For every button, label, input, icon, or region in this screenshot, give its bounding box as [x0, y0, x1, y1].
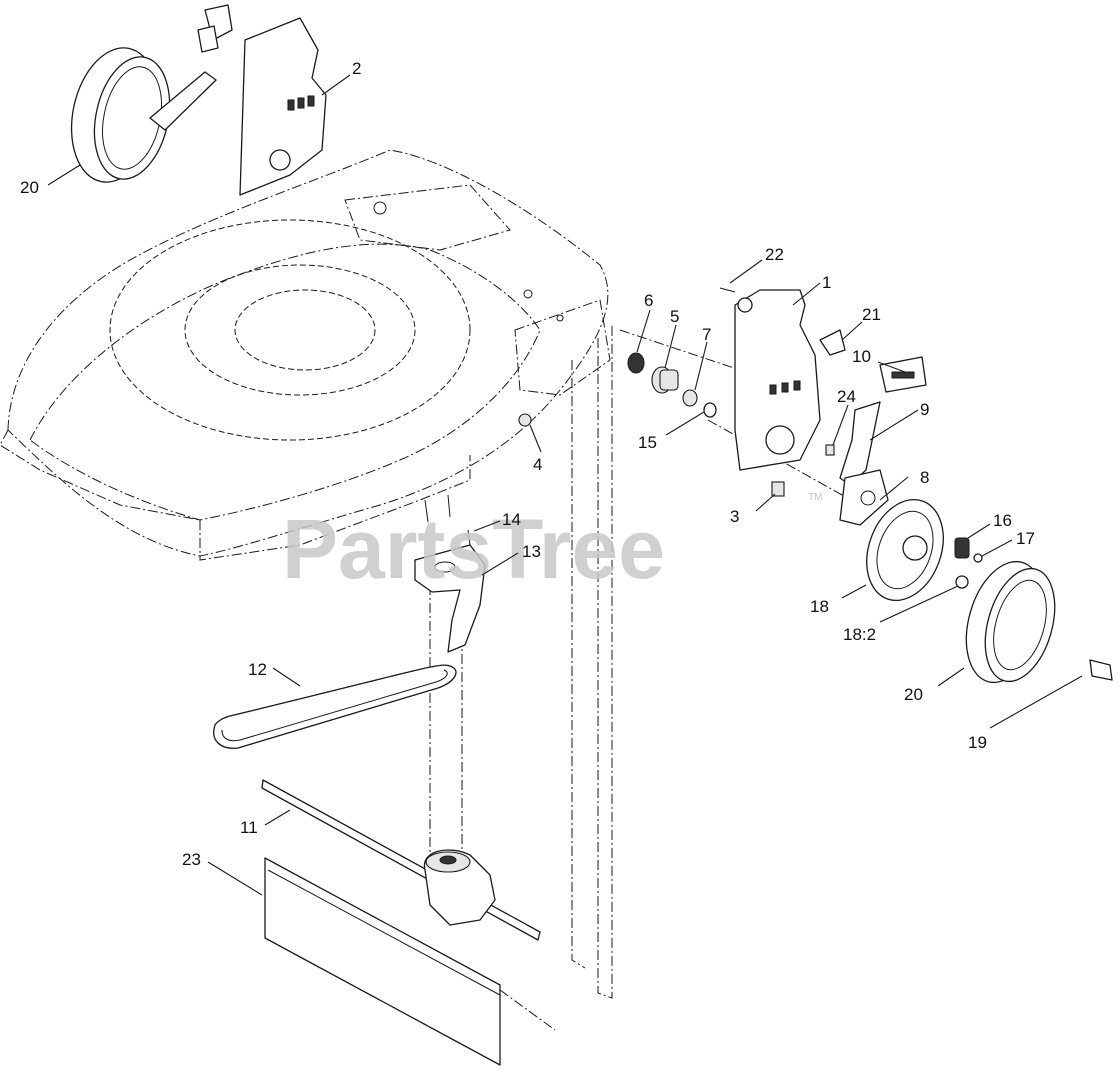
callout-6: 6 [644, 291, 653, 310]
callout-19: 19 [968, 733, 987, 752]
callout-12: 12 [248, 660, 267, 679]
callout-24: 24 [837, 387, 856, 406]
callout-21: 21 [862, 305, 881, 324]
mower-deck [0, 149, 611, 561]
callout-labels: 20 2 1 22 21 10 6 5 7 15 4 24 9 8 3 16 1… [20, 59, 1035, 869]
callout-11: 11 [240, 818, 258, 837]
watermark-trademark: TM [808, 492, 822, 503]
callout-16: 16 [993, 511, 1012, 530]
callout-15: 15 [638, 433, 657, 452]
callout-1: 1 [822, 273, 831, 292]
callout-23: 23 [182, 850, 201, 869]
drive-shaft-and-gearbox [261, 779, 541, 941]
height-adjust-plate-right [734, 289, 821, 471]
callout-20-right: 20 [904, 685, 923, 704]
height-adjust-plate-left [239, 17, 327, 196]
front-wheel-assembly [866, 498, 1113, 684]
callout-2: 2 [352, 59, 361, 78]
callout-17: 17 [1016, 529, 1035, 548]
callout-14: 14 [502, 510, 521, 529]
callout-3: 3 [730, 507, 739, 526]
leader-lines [47, 74, 1083, 896]
callout-10: 10 [852, 347, 871, 366]
callout-20-top: 20 [20, 178, 39, 197]
callout-7: 7 [702, 325, 711, 344]
watermark: PartsTree [282, 502, 665, 596]
lever-and-brackets [518, 287, 927, 526]
callout-4: 4 [533, 455, 542, 474]
callout-5: 5 [670, 307, 679, 326]
bushings-and-spacers [627, 352, 717, 418]
callout-8: 8 [920, 468, 929, 487]
rear-shield [264, 857, 501, 1066]
rear-wheel-assembly [70, 4, 233, 183]
callout-13: 13 [522, 542, 541, 561]
callout-18-2: 18:2 [843, 625, 876, 644]
drive-belt [213, 664, 457, 749]
callout-22: 22 [765, 245, 784, 264]
assembly-centerlines [429, 325, 861, 1031]
gearbox-bracket [414, 494, 486, 653]
callout-9: 9 [920, 400, 929, 419]
callout-18: 18 [810, 597, 829, 616]
